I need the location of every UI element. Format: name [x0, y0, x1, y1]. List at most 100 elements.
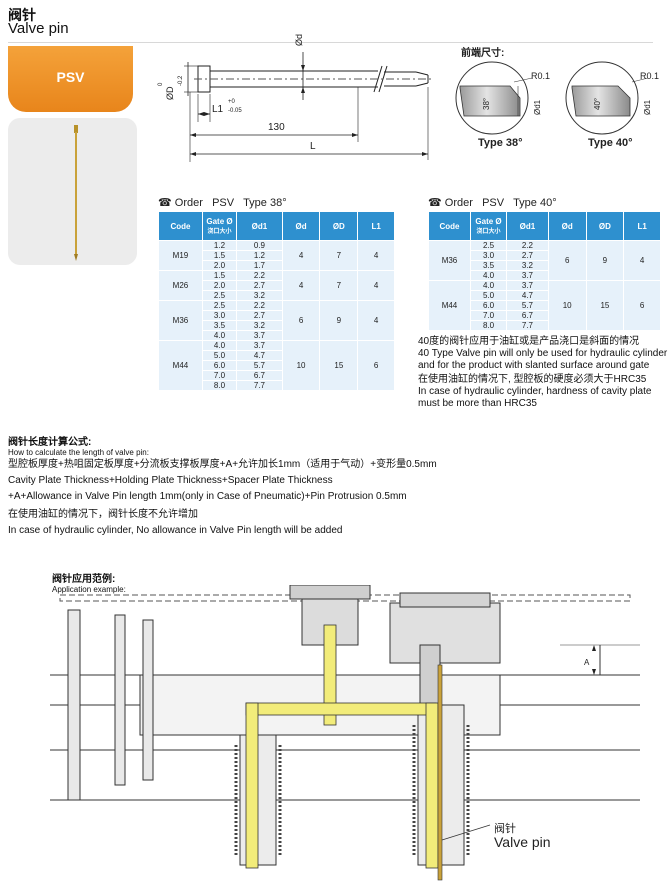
- cell-code: M36: [158, 300, 203, 341]
- cell-d1: 5.7: [236, 360, 283, 371]
- formula-section: 阀针长度计算公式: How to calculate the length of…: [8, 433, 648, 539]
- angle-38: 38°: [482, 97, 491, 110]
- cell-d1: 3.2: [236, 320, 283, 331]
- note1-en: 40 Type Valve pin will only be used for …: [418, 348, 668, 371]
- cell-d1: 4.7: [506, 290, 549, 301]
- note2-en: In case of hydraulic cylinder, hardness …: [418, 386, 652, 409]
- front-size-title: 前端尺寸:: [461, 48, 505, 59]
- caption-type38: Type 38°: [478, 137, 523, 149]
- valve-pin-photo: [74, 125, 78, 261]
- th-L1: L1: [357, 211, 395, 241]
- th-D: ØD: [585, 211, 625, 241]
- cell-gate: 6.0: [201, 360, 238, 371]
- L1-dim-label: L1: [212, 104, 224, 115]
- title-cn: 阀针: [8, 7, 36, 23]
- cell-d1: 5.7: [506, 300, 549, 311]
- note2-cn: 在使用油缸的情况下, 型腔板的硬度必须大于HRC35: [418, 374, 647, 385]
- phone-icon: ☎: [428, 197, 442, 209]
- formula-line2: Cavity Plate Thickness+Holding Plate Thi…: [8, 475, 333, 486]
- formula-line1: 型腔板厚度+热咀固定板厚度+分流板支撑板厚度+A+允许加长1mm（适用于气动）+…: [8, 459, 437, 470]
- cell-code: M36: [428, 240, 471, 281]
- cell-d: 6: [281, 300, 321, 341]
- order-line-38: ☎ Order PSV Type 38°: [158, 197, 287, 209]
- cell-gate: 4.0: [201, 330, 238, 341]
- cell-code: M26: [158, 270, 203, 301]
- cell-L1: 4: [357, 270, 395, 301]
- cell-d1: 2.2: [236, 300, 283, 311]
- application-title-cn: 阀针应用范例:: [52, 574, 116, 585]
- cell-d1: 3.2: [506, 260, 549, 271]
- cell-D: 9: [319, 300, 359, 341]
- pin-drawing: [184, 52, 434, 162]
- th-code: Code: [158, 211, 203, 241]
- cell-d1: 4.7: [236, 350, 283, 361]
- cell-D: 15: [319, 340, 359, 391]
- caption-type40: Type 40°: [588, 137, 633, 149]
- cell-d1: 1.2: [236, 250, 283, 261]
- cell-gate: 2.5: [469, 240, 508, 251]
- cell-d1: 2.7: [236, 310, 283, 321]
- dim-A-label: A: [584, 658, 590, 667]
- cell-gate: 1.5: [201, 270, 238, 281]
- cell-gate: 1.2: [201, 240, 238, 251]
- th-d1: Ød1: [506, 211, 549, 241]
- formula-line5: In case of hydraulic cylinder, No allowa…: [8, 525, 343, 536]
- th-D: ØD: [319, 211, 359, 241]
- L1-tol-upper: +0: [228, 99, 235, 105]
- cell-gate: 2.0: [201, 280, 238, 291]
- th-code: Code: [428, 211, 471, 241]
- cell-d: 4: [281, 270, 321, 301]
- cell-L1: 6: [623, 280, 661, 331]
- tip-detail-drawings: [455, 61, 649, 135]
- cell-d1: 3.7: [506, 270, 549, 281]
- r-label-40: R0.1: [640, 71, 660, 81]
- cell-d1: 2.7: [506, 250, 549, 261]
- cell-d: 10: [281, 340, 321, 391]
- cell-d1: 2.2: [506, 240, 549, 251]
- phone-icon: ☎: [158, 197, 172, 209]
- cell-d1: 2.7: [236, 280, 283, 291]
- cell-gate: 6.0: [469, 300, 508, 311]
- th-d1: Ød1: [236, 211, 283, 241]
- cell-gate: 2.5: [201, 290, 238, 301]
- header-divider: [8, 42, 653, 43]
- th-d: Ød: [281, 211, 321, 241]
- cell-gate: 8.0: [469, 320, 508, 331]
- cell-gate: 3.5: [469, 260, 508, 271]
- cell-D: 7: [319, 240, 359, 271]
- cell-d1: 1.7: [236, 260, 283, 271]
- cell-d1: 3.2: [236, 290, 283, 301]
- product-tab: PSV: [8, 46, 133, 112]
- cell-code: M44: [158, 340, 203, 391]
- cell-gate: 1.5: [201, 250, 238, 261]
- cell-d1: 6.7: [236, 370, 283, 381]
- cell-gate: 4.0: [469, 270, 508, 281]
- cell-L1: 4: [357, 240, 395, 271]
- cell-d1: 3.7: [236, 340, 283, 351]
- cell-d1: 3.7: [236, 330, 283, 341]
- cell-d1: 7.7: [506, 320, 549, 331]
- cell-gate: 7.0: [201, 370, 238, 381]
- note1-cn: 40度的阀针应用于油缸或是产品浇口是斜面的情况: [418, 336, 640, 347]
- d1-label-40: Ød1: [643, 99, 652, 115]
- cell-gate: 2.0: [201, 260, 238, 271]
- cell-D: 15: [585, 280, 625, 331]
- d1-label-38: Ød1: [533, 99, 542, 115]
- cell-gate: 4.0: [469, 280, 508, 291]
- cell-d: 4: [281, 240, 321, 271]
- cell-L1: 4: [623, 240, 661, 281]
- formula-line4: 在使用油缸的情况下，阀针长度不允许增加: [8, 509, 198, 520]
- cell-gate: 2.5: [201, 300, 238, 311]
- cell-D: 9: [585, 240, 625, 281]
- D-tol-lower: -0.2: [178, 75, 184, 86]
